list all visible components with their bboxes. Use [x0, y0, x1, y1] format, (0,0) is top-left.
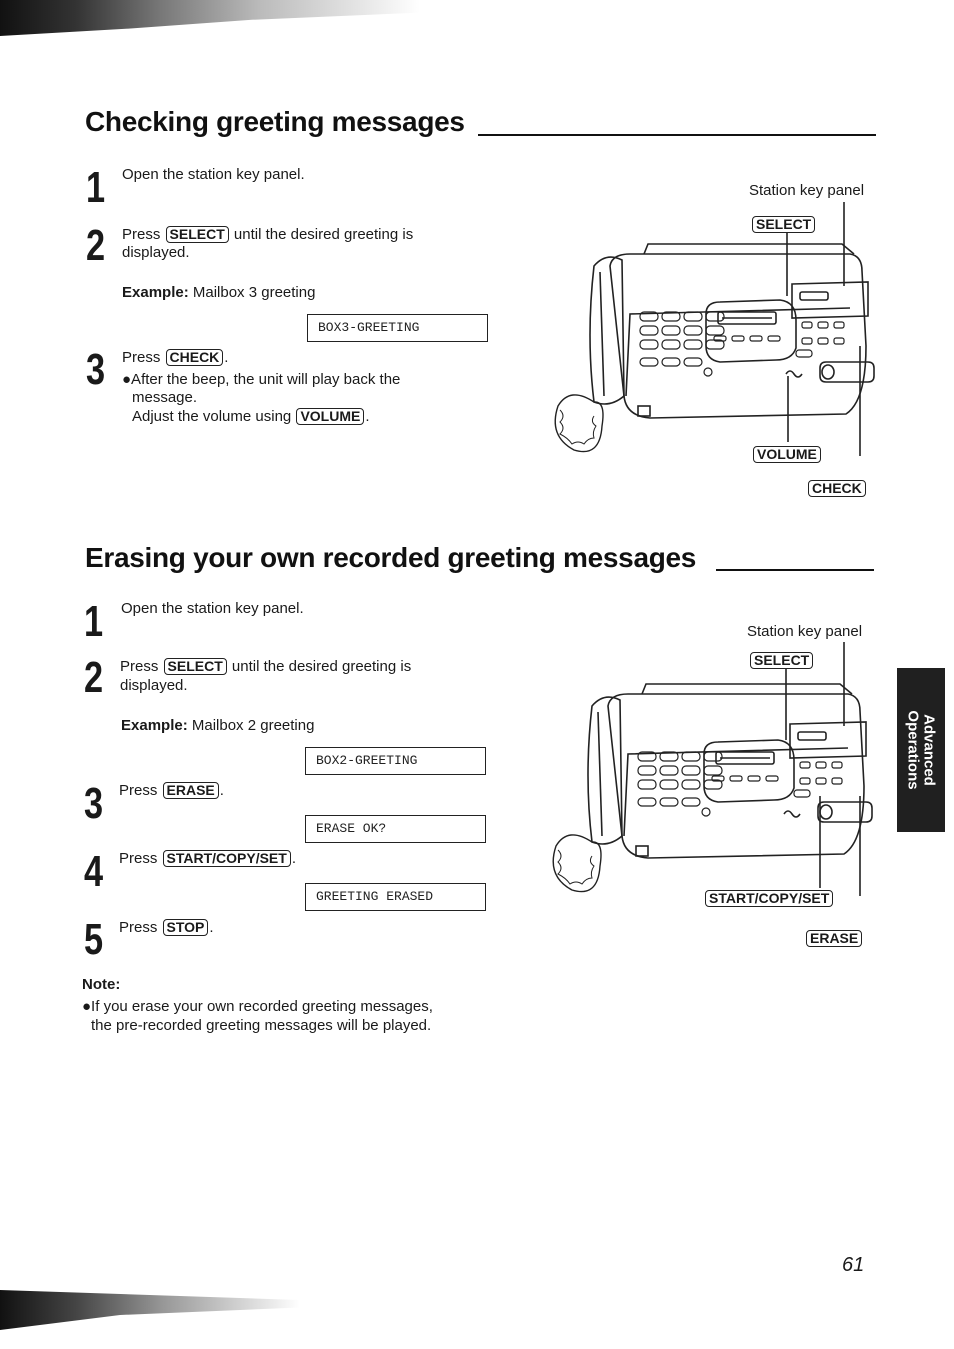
step-text-line2: displayed.	[122, 244, 190, 261]
page-number: 61	[842, 1254, 865, 1276]
select-callout: SELECT	[751, 216, 816, 234]
volume-callout: VOLUME	[752, 446, 822, 464]
select-callout: SELECT	[749, 652, 814, 670]
step-press-label: Press	[122, 226, 161, 243]
step-press-label: Press	[120, 658, 159, 675]
step-press-label: Press	[122, 349, 161, 366]
check-callout-key: CHECK	[808, 480, 866, 497]
step-text: Open the station key panel.	[121, 600, 304, 617]
note-label: Note:	[82, 976, 121, 993]
station-key-panel-label: Station key panel	[749, 182, 865, 199]
step-continuation: until the desired greeting is	[233, 226, 414, 243]
step-text: Open the station key panel.	[122, 166, 305, 183]
step-period: .	[224, 349, 229, 366]
side-tab-line2: Operations	[905, 710, 922, 790]
check-callout: CHECK	[807, 480, 867, 498]
fax-machine-illustration	[552, 642, 873, 896]
example-label: Example:	[122, 284, 189, 301]
section-side-tab	[897, 668, 945, 832]
start-copy-set-key-label: START/COPY/SET	[162, 850, 291, 867]
volume-pre: Adjust the volume using	[132, 408, 292, 425]
fax-machine-illustration	[554, 202, 875, 456]
volume-callout-key: VOLUME	[753, 446, 821, 463]
step-text-line2: displayed.	[120, 677, 188, 694]
station-key-panel-label: Station key panel	[747, 623, 863, 640]
volume-period: .	[365, 408, 370, 425]
example-line: Example: Mailbox 3 greeting	[122, 284, 315, 302]
step-number: 5	[84, 915, 104, 964]
check-key-label: CHECK	[165, 349, 224, 366]
title-rule	[478, 134, 876, 136]
select-key-label: SELECT	[165, 226, 229, 243]
step-number: 1	[84, 597, 104, 646]
section-title-erasing: Erasing your own recorded greeting messa…	[85, 542, 697, 573]
step-continuation: until the desired greeting is	[231, 658, 412, 675]
display-readout: ERASE OK?	[305, 815, 486, 843]
select-callout-key: SELECT	[752, 216, 816, 233]
step-number: 3	[86, 345, 106, 394]
section-title-checking: Checking greeting messages	[85, 106, 465, 137]
bullet-text-line2: message.	[132, 389, 198, 406]
example-text: Mailbox 2 greeting	[191, 717, 315, 734]
step-period: .	[209, 919, 214, 936]
step-period: .	[219, 782, 224, 799]
example-text: Mailbox 3 greeting	[192, 284, 316, 301]
step-text: Press SELECT until the desired greeting …	[120, 658, 411, 676]
example-line: Example: Mailbox 2 greeting	[121, 717, 314, 735]
erase-key-label: ERASE	[162, 782, 219, 799]
bullet-text: ●After the beep, the unit will play back…	[122, 371, 401, 388]
display-readout: BOX3-GREETING	[307, 314, 488, 342]
step-number: 3	[84, 779, 104, 828]
step-press-label: Press	[119, 782, 158, 799]
select-callout-key: SELECT	[750, 652, 814, 669]
step-text: Press ERASE.	[119, 782, 224, 800]
step-number: 2	[86, 221, 106, 270]
side-tab-label: Advanced Operations	[897, 668, 945, 832]
erase-callout: ERASE	[805, 930, 863, 948]
scan-artifact-bottom	[0, 1290, 300, 1330]
step-text: Press SELECT until the desired greeting …	[122, 226, 413, 244]
select-key-label: SELECT	[163, 658, 227, 675]
example-label: Example:	[121, 717, 188, 734]
side-tab-line1: Advanced	[921, 714, 938, 786]
side-tab-text: Advanced Operations	[905, 710, 938, 790]
title-rule	[716, 569, 874, 571]
step-text: Press CHECK.	[122, 349, 228, 367]
display-readout: GREETING ERASED	[305, 883, 486, 911]
display-readout: BOX2-GREETING	[305, 747, 486, 775]
start-copy-set-callout: START/COPY/SET	[704, 890, 834, 908]
note-text-line2: the pre-recorded greeting messages will …	[91, 1017, 432, 1034]
step-number: 2	[84, 653, 104, 702]
step-number: 1	[86, 163, 106, 212]
erase-callout-key: ERASE	[806, 930, 863, 947]
step-press-label: Press	[119, 850, 158, 867]
volume-key-label: VOLUME	[296, 408, 365, 425]
volume-instruction: Adjust the volume using VOLUME.	[132, 408, 370, 426]
step-period: .	[291, 850, 296, 867]
note-text: ●If you erase your own recorded greeting…	[82, 998, 433, 1015]
start-copy-set-callout-key: START/COPY/SET	[705, 890, 834, 907]
stop-key-label: STOP	[162, 919, 209, 936]
step-text: Press STOP.	[119, 919, 214, 937]
step-press-label: Press	[119, 919, 158, 936]
step-text: Press START/COPY/SET.	[119, 850, 296, 868]
scan-artifact-top	[0, 0, 420, 36]
step-number: 4	[84, 847, 104, 896]
